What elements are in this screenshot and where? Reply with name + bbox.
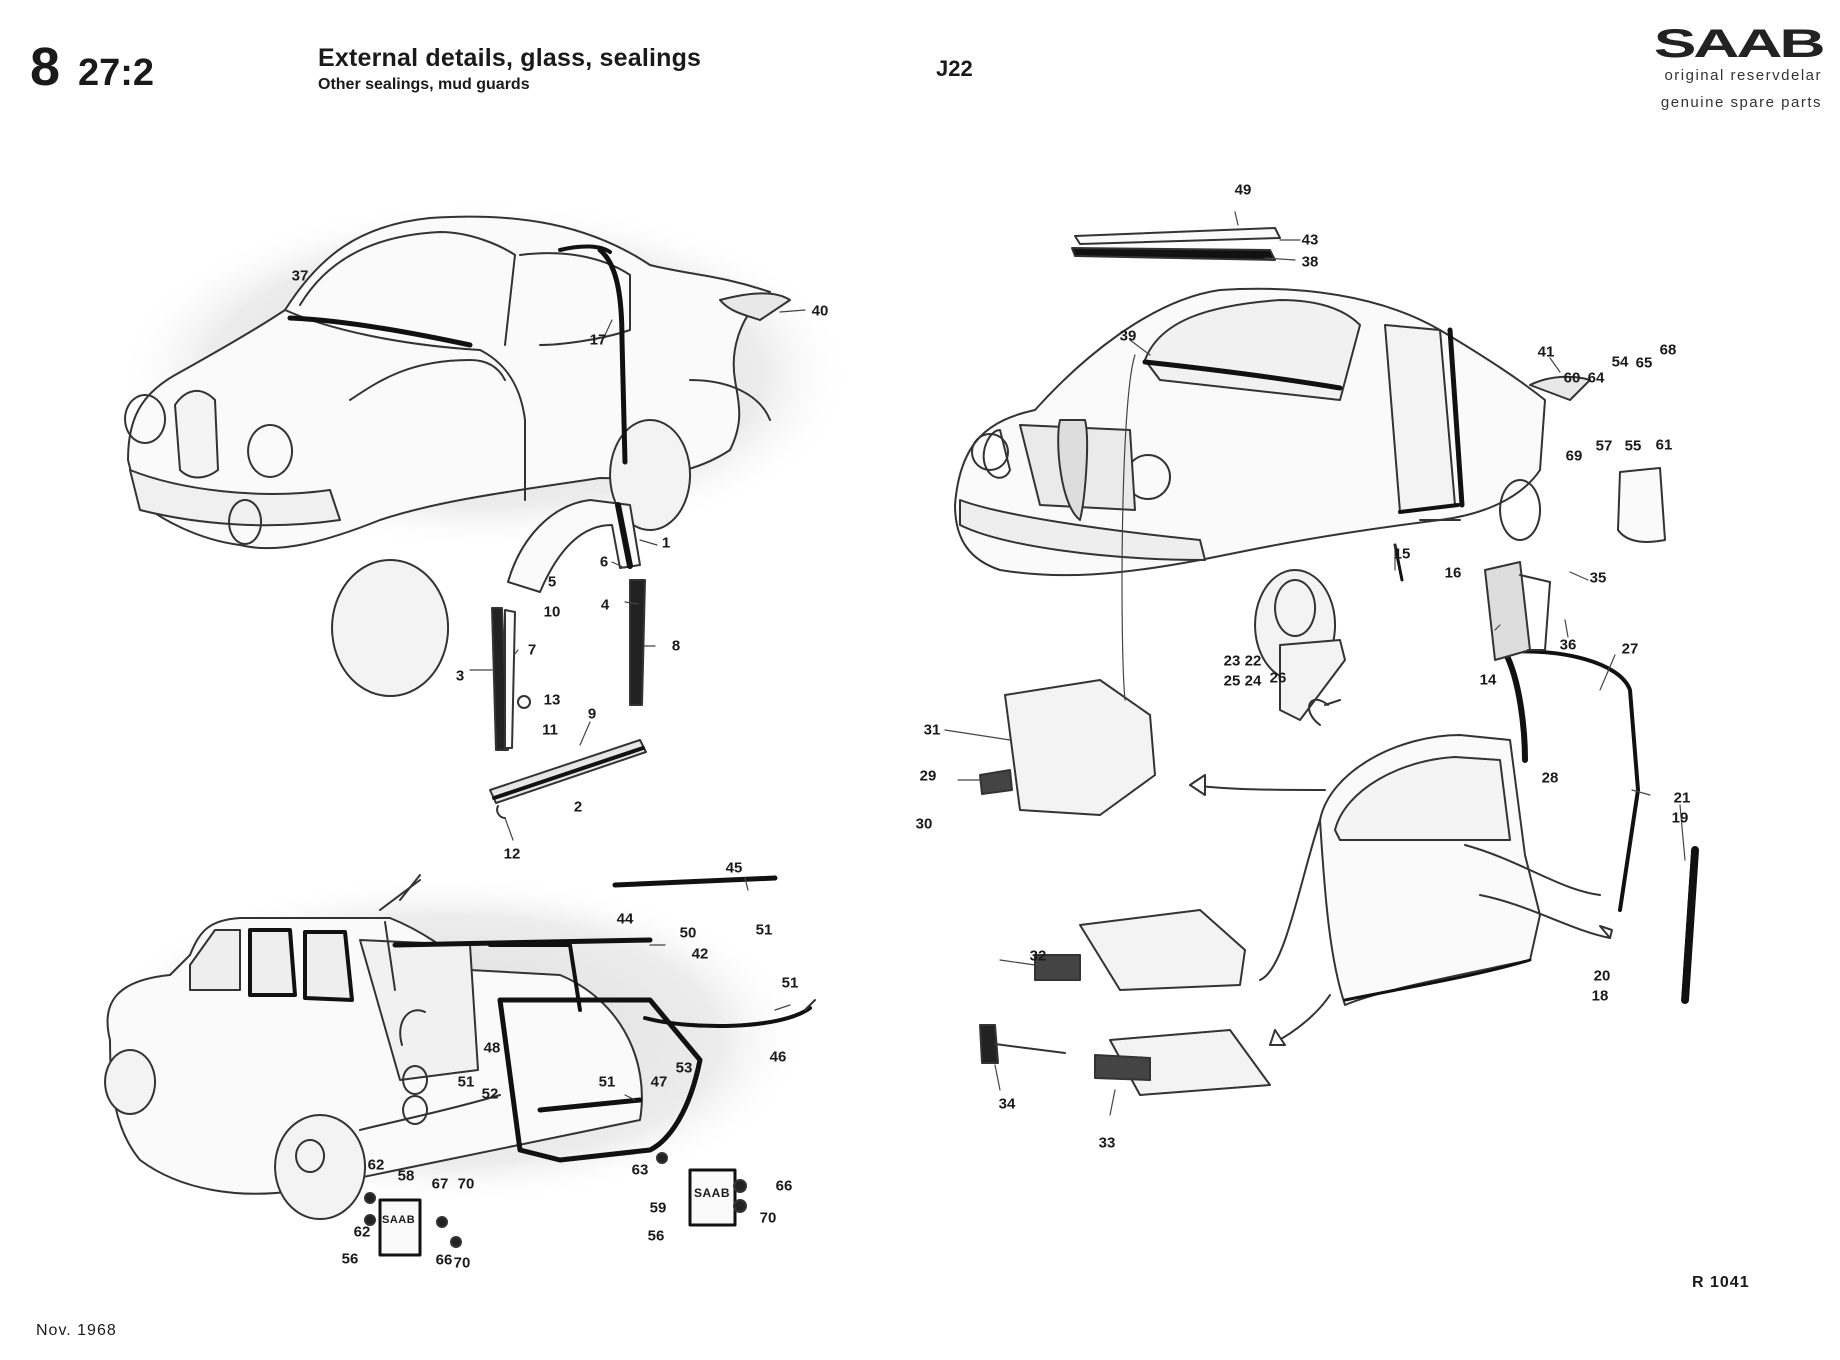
part-number: 55 — [1624, 437, 1642, 455]
part-number: 28 — [1541, 769, 1559, 787]
issue-date: Nov. 1968 — [36, 1322, 117, 1339]
part-number: 43 — [1301, 231, 1319, 249]
part-number: 45 — [725, 859, 743, 877]
part-number: 13 — [543, 691, 561, 709]
sedan-rear-illustration — [115, 200, 855, 697]
part-number: 44 — [616, 910, 634, 928]
part-number: 70 — [457, 1175, 475, 1193]
part-number: 6 — [599, 553, 609, 571]
part-number: 70 — [759, 1209, 777, 1227]
part-number: 19 — [1671, 809, 1689, 827]
drawing-reference: R 1041 — [1692, 1274, 1750, 1291]
part-number: 37 — [291, 267, 309, 285]
part-number: 63 — [631, 1161, 649, 1179]
part-number: 50 — [679, 924, 697, 942]
brand-tagline-english: genuine spare parts — [1660, 94, 1822, 111]
part-number: 51 — [781, 974, 799, 992]
mud-guard-right — [688, 1168, 737, 1227]
part-number: 17 — [589, 331, 607, 349]
page-reference: 27:2 — [78, 52, 155, 94]
brand-tagline-swedish: original reservdelar — [1664, 67, 1822, 84]
part-number: 56 — [647, 1227, 665, 1245]
part-number: 10 — [543, 603, 561, 621]
part-number: 23 — [1223, 652, 1241, 670]
part-number: 51 — [457, 1073, 475, 1091]
part-number: 52 — [481, 1085, 499, 1103]
part-number: 4 — [600, 596, 610, 614]
door-seal-parts — [489, 499, 647, 819]
part-number: 61 — [1655, 436, 1673, 454]
part-number: 51 — [598, 1073, 616, 1091]
part-number: 11 — [542, 721, 558, 739]
part-number: 66 — [435, 1251, 453, 1269]
part-number: 29 — [919, 767, 937, 785]
part-number: 21 — [1673, 789, 1691, 807]
part-number: 16 — [1444, 564, 1462, 582]
part-number: 7 — [527, 641, 537, 659]
estate-car-illustration — [90, 874, 816, 1257]
part-number: 25 — [1223, 672, 1241, 690]
part-number: 57 — [1595, 437, 1613, 455]
sedan-front-illustration — [954, 227, 1591, 681]
part-number: 22 — [1244, 652, 1262, 670]
part-number: 20 — [1593, 967, 1611, 985]
part-number: 62 — [353, 1223, 371, 1241]
part-number: 62 — [367, 1156, 385, 1174]
part-number: 5 — [547, 573, 557, 591]
part-number: 35 — [1589, 569, 1607, 587]
part-number: 59 — [649, 1199, 667, 1217]
section-number: 8 — [30, 37, 61, 97]
part-number: 54 — [1611, 353, 1629, 371]
mud-guard-left — [378, 1198, 422, 1257]
part-number: 1 — [661, 534, 671, 552]
page-subtitle: Other sealings, mud guards — [318, 76, 530, 93]
part-number: 60 — [1563, 369, 1581, 387]
part-number: 12 — [503, 845, 521, 863]
part-number: 70 — [453, 1254, 471, 1272]
part-number: 41 — [1537, 343, 1555, 361]
part-number: 34 — [998, 1095, 1016, 1113]
part-number: 3 — [455, 667, 465, 685]
model-code: J22 — [936, 56, 973, 81]
part-number: 18 — [1591, 987, 1609, 1005]
leader-lines — [469, 211, 1686, 1116]
part-number: 48 — [483, 1039, 501, 1057]
part-number: 32 — [1029, 947, 1047, 965]
part-number: 31 — [923, 721, 941, 739]
part-number: 15 — [1393, 545, 1411, 563]
mud-guard-badge-right: SAAB — [694, 1186, 731, 1200]
part-number: 58 — [397, 1167, 415, 1185]
mud-guard-badge-left: SAAB — [382, 1214, 416, 1226]
part-number: 69 — [1565, 447, 1583, 465]
part-number: 47 — [650, 1073, 668, 1091]
part-number: 33 — [1098, 1134, 1116, 1152]
part-number: 26 — [1269, 669, 1287, 687]
part-number: 14 — [1479, 671, 1497, 689]
page-title: External details, glass, sealings — [318, 44, 702, 72]
part-number: 53 — [675, 1059, 693, 1077]
part-number: 38 — [1301, 253, 1319, 271]
part-number: 56 — [341, 1250, 359, 1268]
part-number: 9 — [587, 705, 597, 723]
part-number: 24 — [1244, 672, 1262, 690]
part-number: 2 — [573, 798, 583, 816]
part-number: 65 — [1635, 354, 1653, 372]
part-number: 46 — [769, 1048, 787, 1066]
part-number: 67 — [431, 1175, 449, 1193]
part-number: 36 — [1559, 636, 1577, 654]
part-number: 51 — [755, 921, 773, 939]
part-number: 68 — [1659, 341, 1677, 359]
part-number: 8 — [671, 637, 681, 655]
door-assembly-illustration — [979, 467, 1699, 1096]
part-number: 49 — [1234, 181, 1252, 199]
part-number: 40 — [811, 302, 829, 320]
saab-logo: SAAB — [1653, 22, 1825, 66]
part-number: 66 — [775, 1177, 793, 1195]
part-number: 42 — [691, 945, 709, 963]
part-number: 39 — [1119, 327, 1137, 345]
part-number: 64 — [1587, 369, 1605, 387]
part-number: 27 — [1621, 640, 1639, 658]
part-number: 30 — [915, 815, 933, 833]
